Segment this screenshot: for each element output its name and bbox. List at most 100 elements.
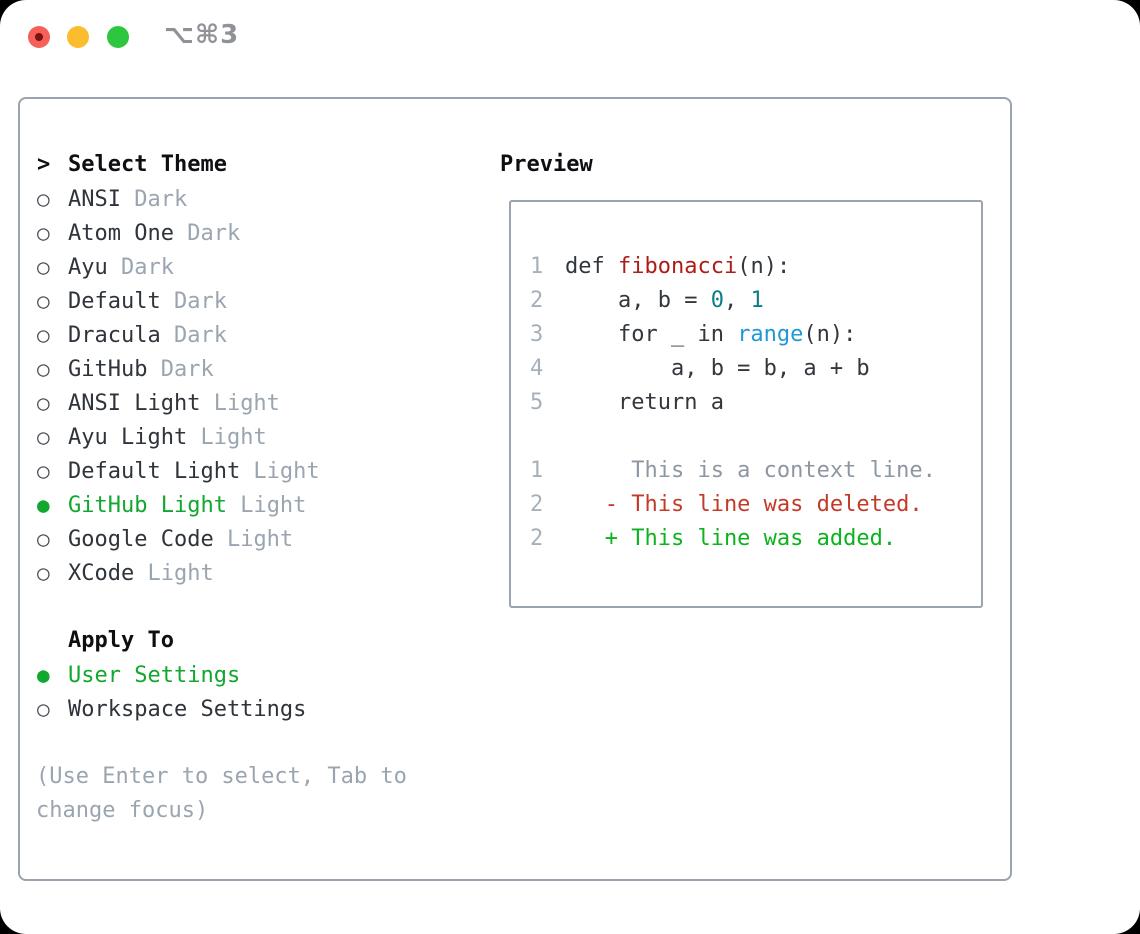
theme-list-header-label: Select Theme — [68, 152, 227, 177]
radio-selected-icon: ● — [37, 663, 50, 687]
apply-option-label: User Settings — [68, 663, 241, 688]
theme-name: ANSI — [68, 187, 121, 212]
code-token-builtin: range — [737, 322, 804, 347]
theme-option-ayu-light-light[interactable]: ○Ayu Light Light — [37, 420, 320, 454]
theme-list-header: > Select Theme — [37, 148, 227, 182]
help-text: (Use Enter to select, Tab to change focu… — [36, 760, 407, 828]
theme-name: ANSI Light — [68, 391, 201, 416]
line-number: 1 — [530, 254, 544, 279]
radio-unselected-icon: ○ — [37, 357, 50, 381]
code-token-add: + This line was added. — [565, 526, 897, 551]
theme-option-ayu-dark[interactable]: ○Ayu Dark — [37, 250, 320, 284]
code-token-plain: , — [723, 288, 751, 313]
radio-selected-icon: ● — [37, 493, 50, 517]
theme-option-dracula-dark[interactable]: ○ Dracula Dark — [37, 318, 320, 352]
line-number: 4 — [530, 356, 544, 381]
theme-variant: Dark — [160, 323, 227, 348]
code-line — [530, 420, 936, 454]
code-line: 2 a, b = 0, 1 — [530, 284, 936, 318]
theme-option-default-light-light[interactable]: ○ Default Light Light — [37, 454, 320, 488]
line-number: 3 — [530, 322, 544, 347]
code-line: 1 This is a context line. — [530, 454, 936, 488]
radio-unselected-icon: ○ — [37, 187, 50, 211]
theme-variant: Light — [240, 459, 320, 484]
theme-name: Default — [68, 289, 161, 314]
radio-unselected-icon: ○ — [37, 425, 50, 449]
code-line: 5 return a — [530, 386, 936, 420]
theme-variant: Dark — [173, 221, 241, 246]
code-token-plain: def — [565, 254, 618, 279]
code-line: 4 a, b = b, a + b — [530, 352, 936, 386]
radio-unselected-icon: ○ — [37, 289, 50, 313]
code-token-plain: a, b = b, a + b — [565, 356, 870, 381]
help-text-line1: (Use Enter to select, Tab to — [36, 764, 407, 789]
code-line: 3 for _ in range(n): — [530, 318, 936, 352]
line-number: 2 — [530, 288, 544, 313]
code-text: return a — [565, 386, 724, 420]
code-text: a, b = b, a + b — [565, 352, 870, 386]
theme-name: GitHub Light — [68, 493, 227, 518]
line-number: 5 — [530, 390, 544, 415]
radio-unselected-icon: ○ — [37, 391, 50, 415]
code-token-plain: (n): — [803, 322, 857, 347]
theme-list: ○ ANSI Dark ○ Atom One Dark ○ Ayu Dark ○ Defaul… — [37, 182, 320, 590]
theme-option-atom-one-dark[interactable]: ○ Atom One Dark — [37, 216, 320, 250]
radio-unselected-icon: ○ — [37, 527, 50, 551]
code-text: - This line was deleted. — [565, 488, 923, 522]
theme-name: Google Code — [68, 527, 214, 552]
radio-unselected-icon: ○ — [37, 255, 50, 279]
code-token-plain: a, b = — [565, 288, 711, 313]
code-token-plain: (n): — [737, 254, 791, 279]
theme-name: Default Light — [68, 459, 241, 484]
apply-to-list: ● User Settings ○ Workspace Settings — [37, 658, 306, 726]
code-token-plain: for _ in — [565, 322, 738, 347]
apply-to-label: Apply To — [68, 628, 174, 653]
line-number: 2 — [530, 526, 544, 551]
theme-variant: Dark — [120, 187, 188, 212]
theme-option-ansi-dark[interactable]: ○ ANSI Dark — [37, 182, 320, 216]
theme-variant: Light — [213, 527, 294, 552]
line-number: 2 — [530, 492, 544, 517]
minimize-button[interactable] — [67, 26, 89, 48]
theme-option-google-code-light[interactable]: ○ Google Code Light — [37, 522, 320, 556]
theme-variant: Light — [134, 561, 214, 586]
code-token-func: fibonacci — [617, 254, 738, 279]
radio-unselected-icon: ○ — [37, 323, 50, 347]
radio-unselected-icon: ○ — [37, 221, 50, 245]
theme-option-github-dark[interactable]: ○ GitHub Dark — [37, 352, 320, 386]
theme-name: Ayu — [68, 255, 108, 280]
theme-variant: Light — [226, 493, 307, 518]
theme-option-github-light-light[interactable]: ● GitHub Light Light — [37, 488, 320, 522]
theme-option-xcode-light[interactable]: ○XCode Light — [37, 556, 320, 590]
theme-variant: Dark — [147, 357, 214, 382]
theme-option-default-dark[interactable]: ○Default Dark — [37, 284, 320, 318]
radio-unselected-icon: ○ — [37, 459, 50, 483]
close-button[interactable] — [28, 26, 50, 48]
apply-option-label: Workspace Settings — [68, 697, 307, 722]
code-token-del: - This line was deleted. — [565, 492, 923, 517]
zoom-button[interactable] — [107, 26, 129, 48]
theme-variant: Light — [200, 391, 280, 416]
theme-variant: Light — [187, 425, 267, 450]
code-text: def fibonacci(n): — [565, 250, 790, 284]
code-line: 2 - This line was deleted. — [530, 488, 936, 522]
theme-option-ansi-light-light[interactable]: ○ ANSI Light Light — [37, 386, 320, 420]
code-text: a, b = 0, 1 — [565, 284, 764, 318]
code-token-num: 0 — [710, 288, 724, 313]
theme-name: XCode — [68, 561, 135, 586]
preview-label: Preview — [500, 152, 593, 177]
apply-option-user-settings[interactable]: ● User Settings — [37, 658, 306, 692]
line-number: 1 — [530, 458, 544, 483]
theme-name: GitHub — [68, 357, 148, 382]
apply-option-workspace-settings[interactable]: ○ Workspace Settings — [37, 692, 306, 726]
theme-name: Dracula — [68, 323, 161, 348]
close-dot-icon — [35, 33, 43, 41]
code-line: 1 def fibonacci(n): — [530, 250, 936, 284]
radio-unselected-icon: ○ — [37, 697, 50, 721]
help-text-line2: change focus) — [36, 798, 209, 823]
cursor-icon: > — [37, 152, 51, 177]
theme-name: Atom One — [68, 221, 174, 246]
